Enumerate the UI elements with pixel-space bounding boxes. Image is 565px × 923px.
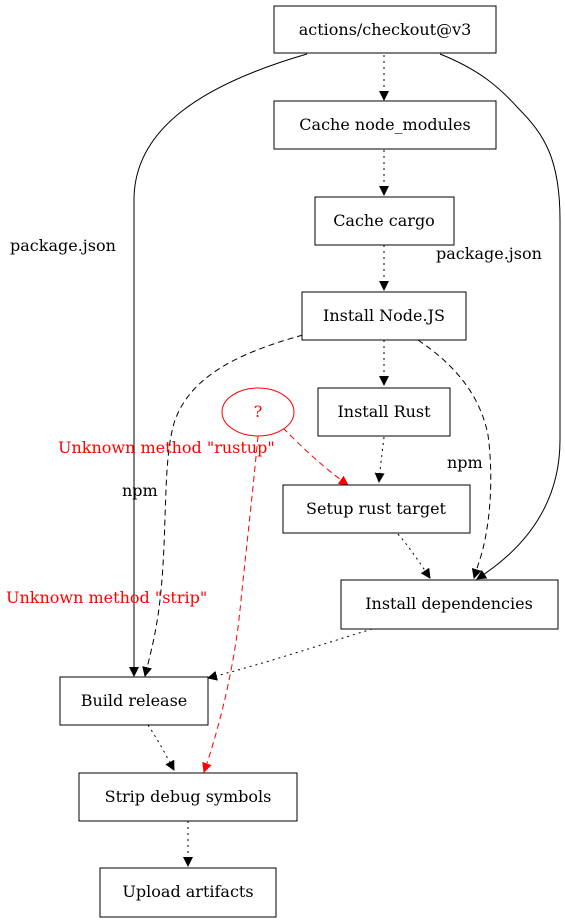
node-unknown-label: ? [254,402,263,421]
node-build-release[interactable]: Build release [59,676,209,726]
node-unknown[interactable]: ? [221,387,295,437]
node-install-node[interactable]: Install Node.JS [301,291,467,341]
edge-install-node-build-release [142,334,304,677]
node-setup-rust-target-label: Setup rust target [306,499,447,518]
edge-label-npm-left: npm [122,481,158,500]
node-strip-debug-label: Strip debug symbols [105,787,272,806]
node-install-rust[interactable]: Install Rust [317,387,451,437]
edge-install-dependencies-build-release [207,628,373,681]
node-cache-node-modules-label: Cache node_modules [299,115,470,134]
node-cache-node-modules[interactable]: Cache node_modules [273,100,497,150]
edge-label-unknown-strip: Unknown method "strip" [6,588,207,607]
edge-build-release-strip-debug [147,724,175,771]
node-install-dependencies[interactable]: Install dependencies [340,579,559,630]
edge-checkout-install-dependencies [439,53,561,580]
edge-unknown-strip-debug [202,435,259,773]
node-setup-rust-target[interactable]: Setup rust target [282,484,471,534]
node-checkout[interactable]: actions/checkout@v3 [273,5,497,54]
node-build-release-label: Build release [81,691,188,710]
edge-label-npm-right: npm [447,453,483,472]
node-install-rust-label: Install Rust [337,402,431,421]
edges [129,53,561,867]
node-cache-cargo[interactable]: Cache cargo [314,196,455,246]
node-strip-debug[interactable]: Strip debug symbols [78,772,298,822]
edge-labels: package.json package.json npm npm Unknow… [6,236,542,607]
node-checkout-label: actions/checkout@v3 [299,20,472,39]
edge-install-rust-setup-rust-target [374,436,385,483]
node-upload-artifacts[interactable]: Upload artifacts [99,867,277,918]
edge-setup-rust-target-install-dependencies [397,533,431,579]
edge-unknown-setup-rust-target [282,427,349,486]
node-cache-cargo-label: Cache cargo [333,211,435,230]
edge-label-package-json-right: package.json [436,244,542,263]
edge-label-unknown-rustup: Unknown method "rustup" [58,438,275,457]
edge-install-node-install-dependencies [417,339,492,579]
edge-label-package-json-left: package.json [10,236,116,255]
edge-checkout-build-release [129,53,308,677]
node-install-dependencies-label: Install dependencies [365,594,533,613]
node-upload-artifacts-label: Upload artifacts [122,882,253,901]
nodes: actions/checkout@v3 Cache node_modules C… [59,5,559,918]
node-install-node-label: Install Node.JS [323,306,445,325]
